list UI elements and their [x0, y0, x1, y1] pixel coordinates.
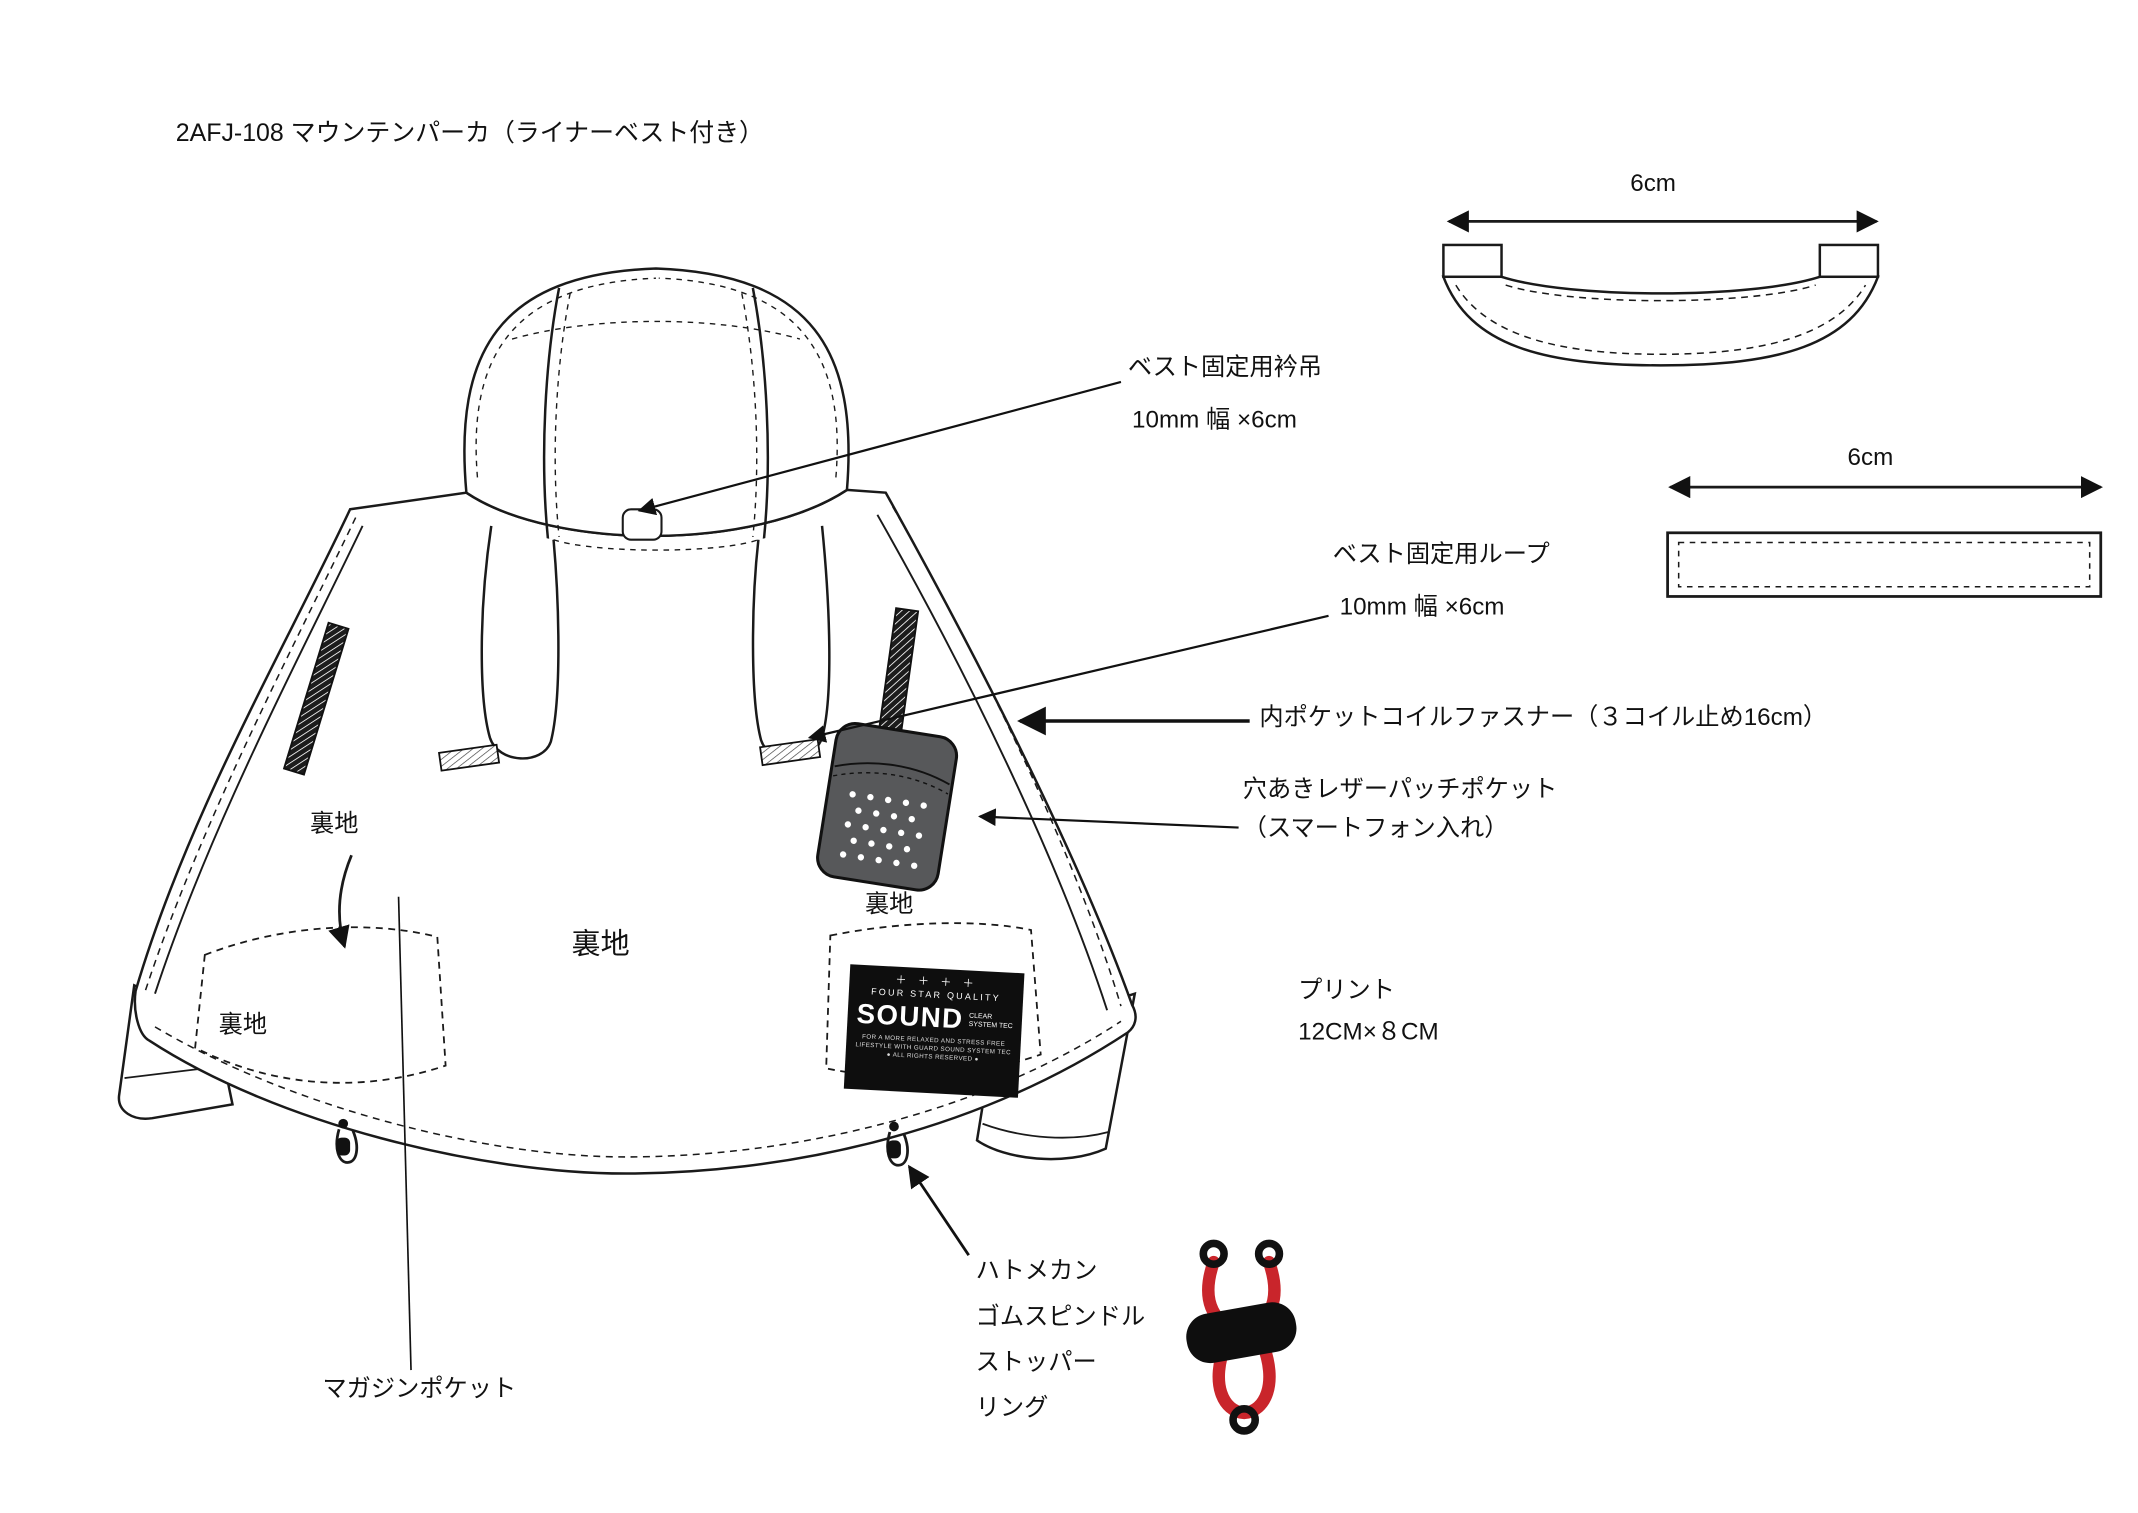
loop-strip-detail	[1666, 476, 2103, 598]
arrow-hem-parts	[907, 1164, 970, 1256]
hem-part-ring: リング	[975, 1393, 1049, 1422]
lining-label-right: 裏地	[864, 889, 914, 918]
eyelet-ring	[1199, 1239, 1228, 1268]
collar-hanger-detail	[1441, 210, 1880, 367]
patch-brand-name: SOUND	[855, 999, 965, 1036]
hood-facing-left	[480, 525, 560, 760]
bottom-ring	[1229, 1405, 1260, 1435]
vest-loop-left	[437, 743, 501, 772]
arrow-leather-pocket	[978, 808, 1239, 829]
lining-label-left-lower: 裏地	[218, 1010, 268, 1038]
hood-facing-right	[751, 525, 831, 760]
lining-label-center: 裏地	[571, 928, 630, 961]
cord-stopper-detail	[1186, 1239, 1297, 1435]
hem-part-spindle: ゴムスピンドル	[975, 1302, 1146, 1330]
hem-part-eyelet: ハトメカン	[975, 1256, 1098, 1285]
collar-hanger-width-label: 6cm	[1630, 168, 1676, 197]
annotation-magazine-pocket: マガジンポケット	[322, 1374, 517, 1402]
brand-label-patch: ＋ ＋ ＋ ＋ FOUR STAR QUALITY SOUND CLEAR SY…	[843, 964, 1025, 1098]
hood	[463, 267, 850, 551]
loop-width-label: 6cm	[1847, 442, 1894, 471]
eyelet-ring	[1254, 1239, 1284, 1268]
collar-hanger-tab	[621, 508, 663, 541]
annotation-collar-hanger-line1: ベスト固定用衿吊	[1127, 352, 1323, 381]
annotation-hem-parts: ハトメカン ゴムスピンドル ストッパー リング	[976, 1248, 1146, 1431]
annotation-vest-loop-line1: ベスト固定用ループ	[1332, 539, 1550, 568]
annotation-print-line1: プリント	[1298, 975, 1395, 1004]
arrow-vest-loop	[807, 614, 1329, 743]
cord-lock-stopper	[1186, 1302, 1297, 1364]
hem-cord-stopper-left	[335, 1118, 359, 1164]
annotation-arrows	[397, 380, 1329, 1371]
annotation-collar-hanger-line2: 10mm 幅 ×6cm	[1132, 405, 1297, 434]
smartphone-pocket	[816, 722, 959, 892]
patch-brand-side: CLEAR SYSTEM TEC	[968, 1012, 1013, 1031]
vest-loop-right	[759, 738, 822, 767]
annotation-vest-loop-line2: 10mm 幅 ×6cm	[1339, 592, 1505, 620]
magazine-pocket-arrow	[328, 854, 353, 949]
annotation-leather-pocket-line1: 穴あきレザーパッチポケット	[1242, 774, 1558, 803]
inner-pocket-zipper-left	[282, 621, 350, 776]
hem-part-stopper: ストッパー	[975, 1347, 1097, 1376]
annotation-coil-zipper: 内ポケットコイルファスナー（３コイル止め16cm）	[1259, 703, 1828, 731]
patch-side-line2: SYSTEM TEC	[968, 1020, 1013, 1031]
lining-label-left-upper: 裏地	[309, 809, 359, 838]
drawing-title: 2AFJ-108 マウンテンパーカ（ライナーベスト付き）	[175, 119, 764, 147]
line-magazine-pocket	[397, 896, 412, 1371]
hem-cord-stopper-right	[886, 1121, 909, 1167]
annotation-leather-pocket-line2: （スマートフォン入れ）	[1242, 813, 1509, 842]
pocket-bag-left	[194, 926, 447, 1084]
arrow-collar-hanger	[637, 380, 1122, 516]
annotation-print-line2: 12CM×８CM	[1298, 1017, 1439, 1045]
